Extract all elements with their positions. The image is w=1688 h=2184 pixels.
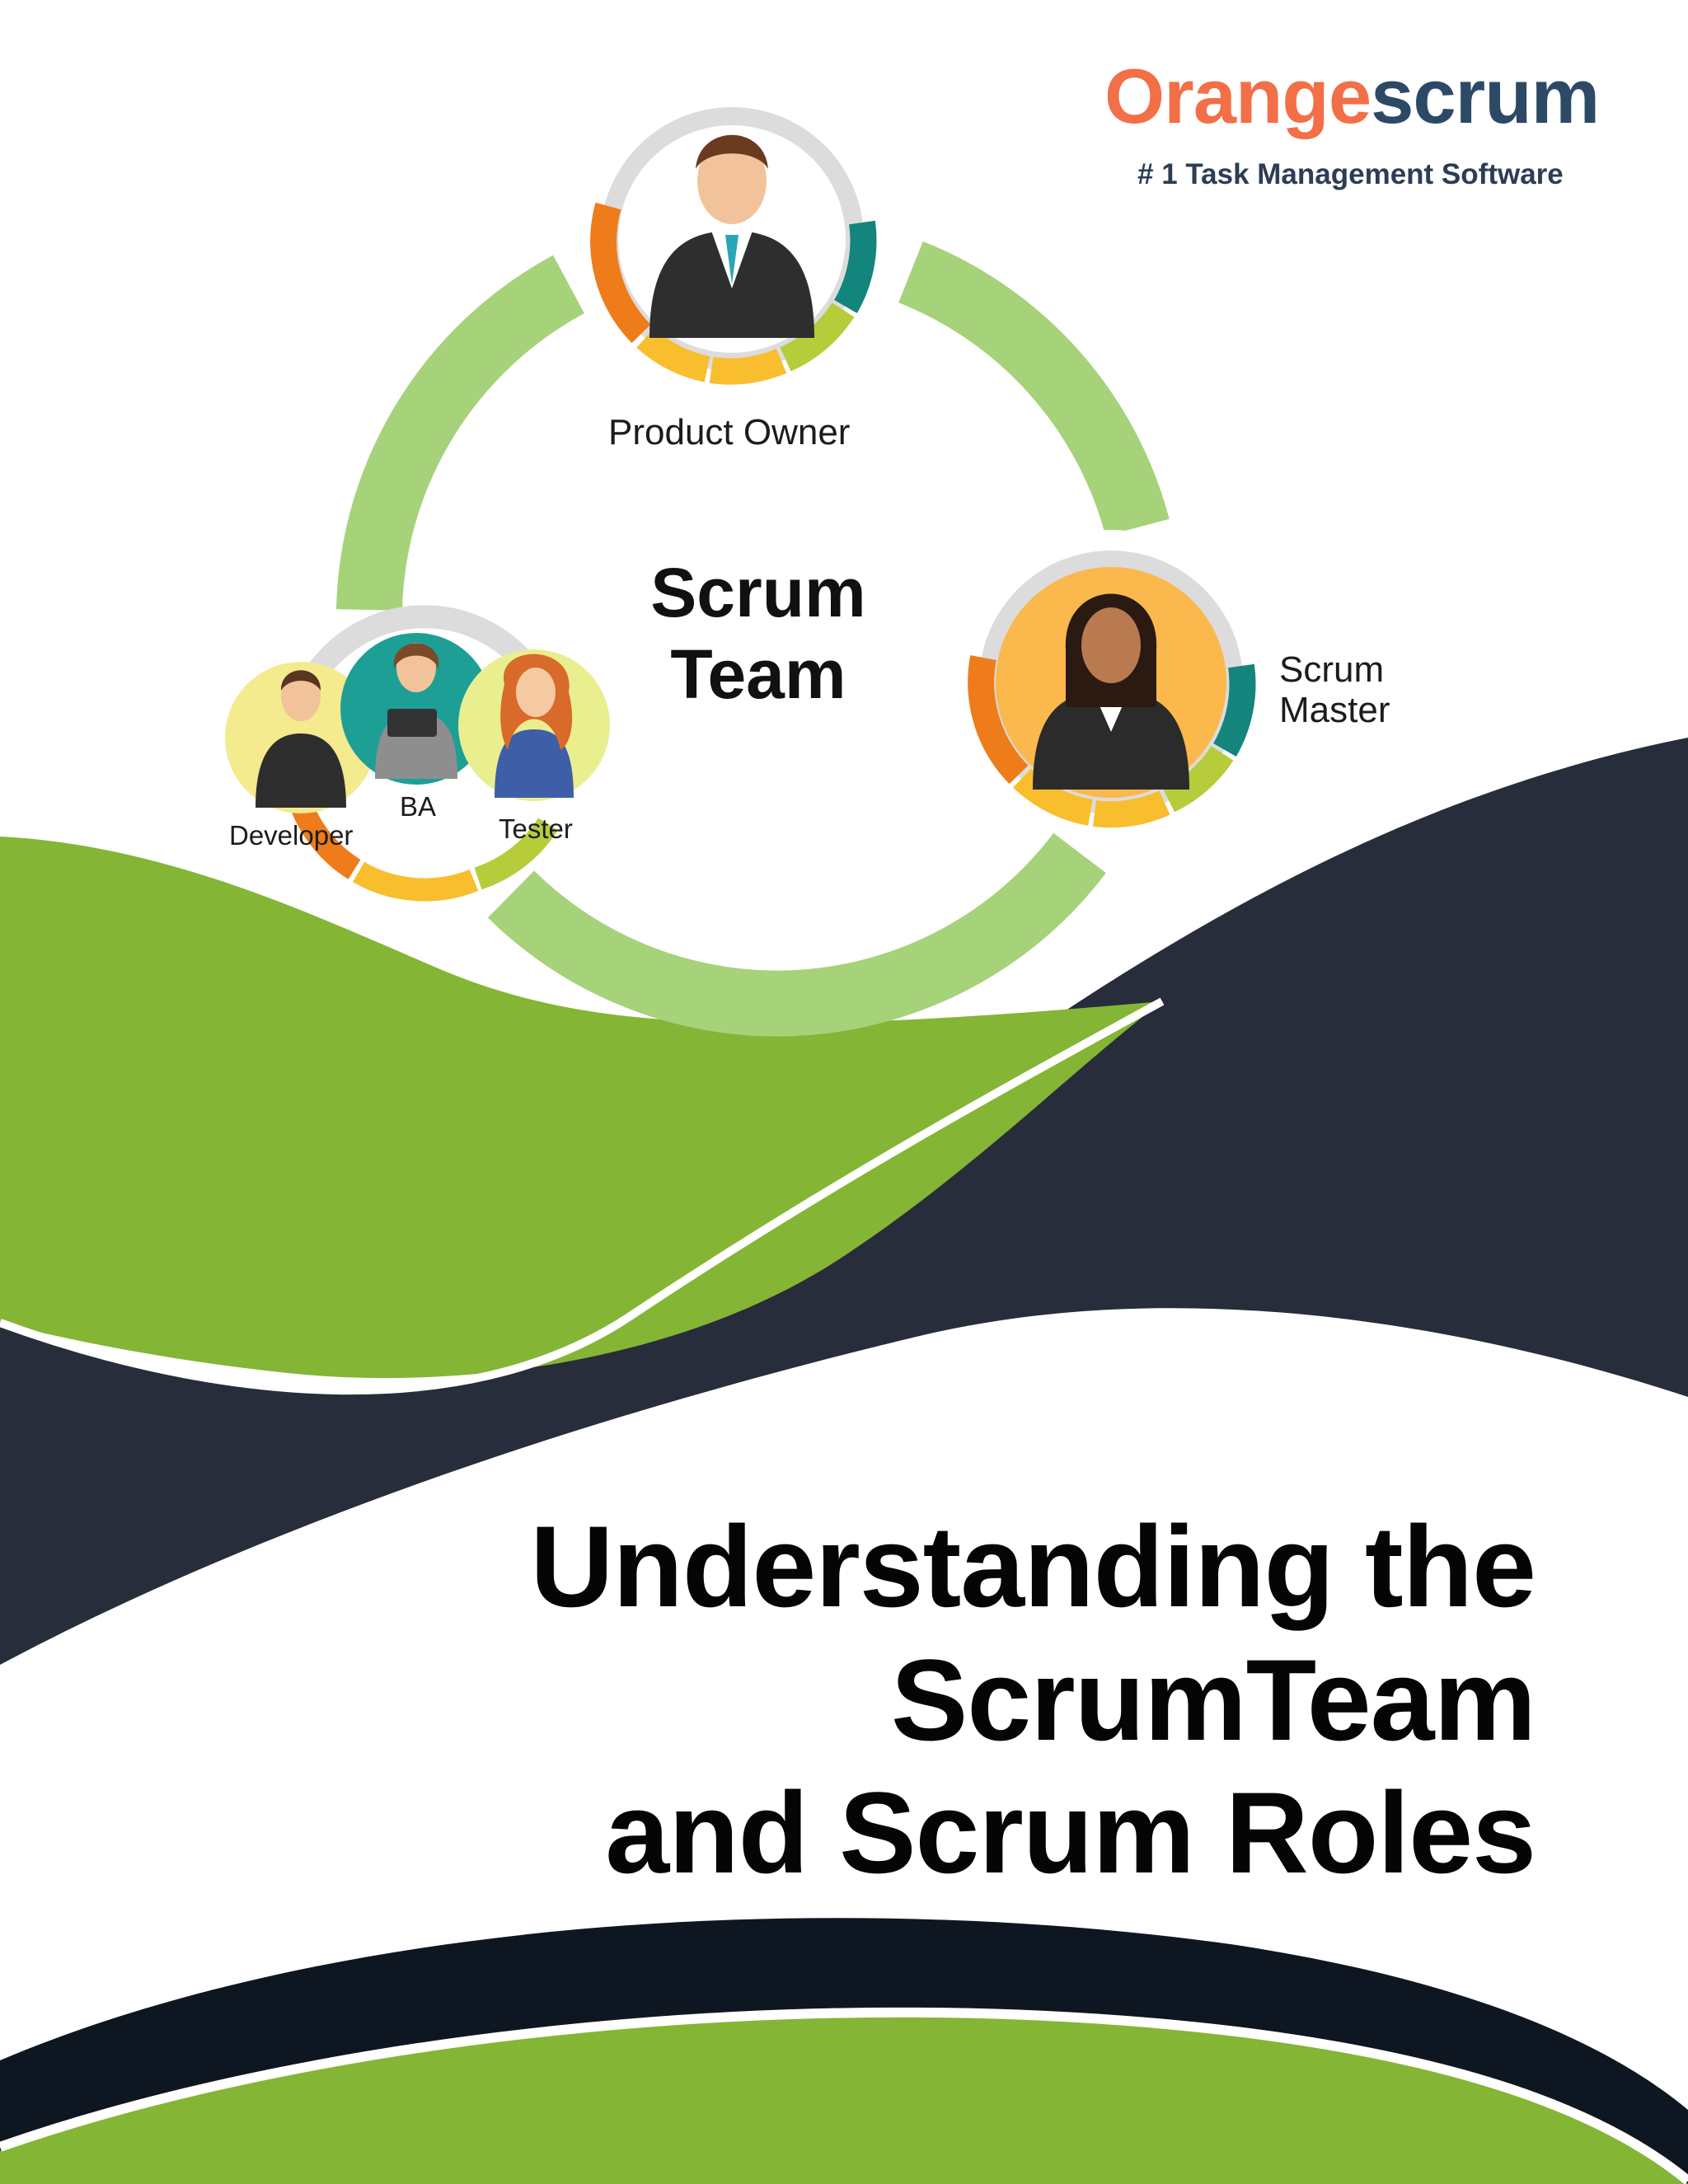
logo-wordmark: Orangescrum	[1104, 58, 1600, 135]
team-group-avatar	[225, 605, 610, 902]
scrum-team-title: Scrum Team	[610, 552, 907, 715]
tester-label: Tester	[499, 813, 573, 844]
ring-arc-top-left	[336, 255, 585, 612]
scrum-master-label: Scrum Master	[1279, 649, 1390, 731]
title-line-2: ScrumTeam	[890, 1634, 1536, 1765]
logo-word-scrum: scrum	[1371, 53, 1600, 139]
green-wave	[0, 837, 1162, 1379]
ring-arc-top-right	[898, 241, 1170, 537]
logo-word-orange: Orange	[1104, 53, 1372, 139]
title-line-3: and Scrum Roles	[605, 1768, 1536, 1898]
tester-avatar	[458, 649, 610, 801]
scrum-team-title-line1: Scrum	[650, 554, 866, 631]
orangescrum-logo: Orangescrum # 1 Task Management Software	[1104, 58, 1615, 198]
document-title: Understanding the ScrumTeam and Scrum Ro…	[530, 1500, 1536, 1900]
bottom-green-swoosh	[0, 2016, 1688, 2184]
scrum-master-label-line1: Scrum	[1279, 649, 1385, 690]
product-owner-avatar	[579, 87, 884, 391]
scrum-master-avatar	[959, 530, 1264, 835]
logo-tagline: # 1 Task Management Software	[1137, 158, 1564, 190]
developer-label: Developer	[229, 820, 354, 851]
ba-label: BA	[400, 791, 437, 822]
scrum-master-label-line2: Master	[1279, 690, 1390, 731]
product-owner-label: Product Owner	[608, 412, 851, 452]
title-line-1: Understanding the	[530, 1502, 1536, 1631]
scrum-team-title-line2: Team	[670, 635, 846, 714]
ring-arc-bottom	[487, 832, 1106, 1037]
